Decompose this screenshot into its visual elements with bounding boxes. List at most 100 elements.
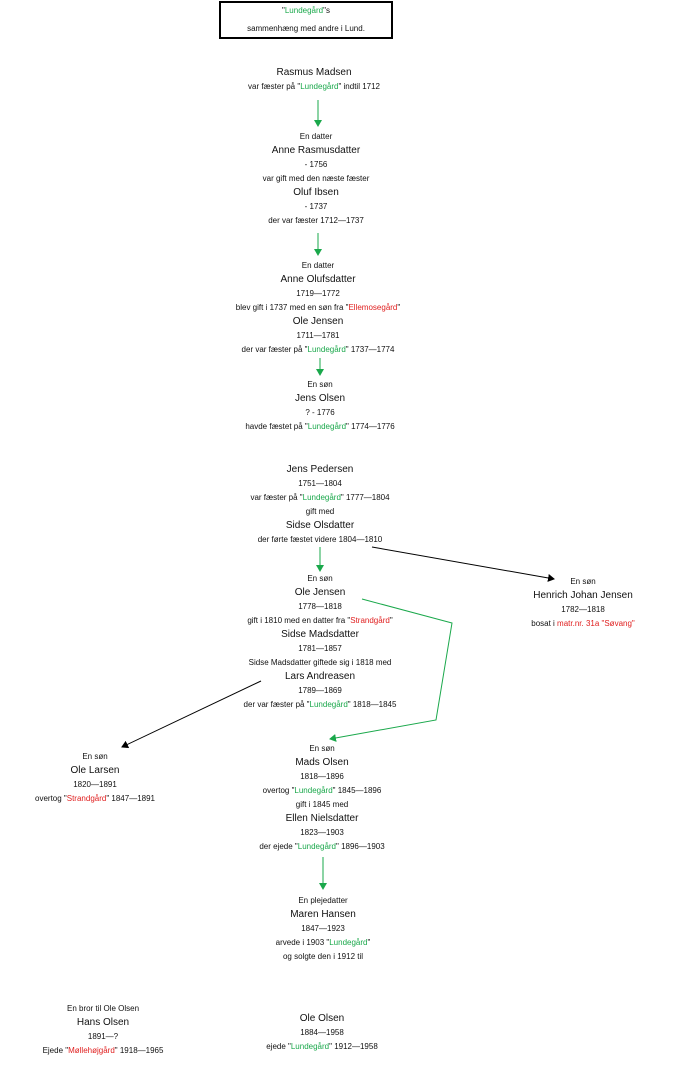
person-note: overtog "Lundegård" 1845—1896 [259, 784, 384, 798]
note-text: " 1818—1845 [347, 700, 397, 709]
person-ole-larsen: En søn Ole Larsen 1820—1891 overtog "Str… [35, 750, 155, 806]
person-name: Sidse Madsdatter [281, 629, 359, 640]
note-text: " 1918—1965 [114, 1046, 164, 1055]
note-text: " [397, 303, 401, 312]
note-text: " indtil 1712 [338, 82, 381, 91]
person-anne-olufsdatter: En datter Anne Olufsdatter 1719—1772 ble… [236, 259, 400, 357]
person-name: Ole Larsen [70, 765, 120, 776]
note-text: der var fæster på " [241, 345, 308, 354]
relation-label: En søn [307, 380, 333, 389]
person-years: 1823—1903 [300, 828, 344, 837]
person-note: var fæster på "Lundegård" indtil 1712 [248, 80, 380, 94]
note-text: " 1912—1958 [329, 1042, 378, 1051]
farm-name: Lundegård [300, 82, 339, 91]
note-text: " 1896—1903 [336, 842, 385, 851]
person-jens-olsen: En søn Jens Olsen ? - 1776 havde fæstet … [245, 378, 394, 434]
title-subtitle: sammenhæng med andre i Lund. [247, 24, 365, 33]
note-text: " 1777—1804 [340, 493, 390, 502]
note-text: " 1737—1774 [345, 345, 395, 354]
title-quote-close: "s [323, 6, 330, 15]
person-years: 1847—1923 [301, 924, 345, 933]
person-note: der ejede "Lundegård" 1896—1903 [259, 840, 384, 854]
note-text: der var fæster på " [243, 700, 310, 709]
person-name: Maren Hansen [290, 909, 356, 920]
person-note: ejede "Lundegård" 1912—1958 [266, 1040, 378, 1054]
person-name: Jens Pedersen [286, 464, 354, 475]
person-years: 1820—1891 [73, 780, 117, 789]
person-mads-olsen: En søn Mads Olsen 1818—1896 overtog "Lun… [259, 742, 384, 854]
person-note: der var fæster på "Lundegård" 1737—1774 [236, 343, 400, 357]
person-note: der var fæster på "Lundegård" 1818—1845 [244, 698, 397, 712]
person-name: Hans Olsen [76, 1017, 130, 1028]
relation-label: En datter [301, 261, 335, 270]
relation-label: En søn [307, 574, 333, 583]
arrow-lars-to-ole-larsen [121, 680, 262, 749]
relation-label: En datter [299, 132, 333, 141]
married-label: gift i 1845 med [295, 800, 349, 809]
person-note: overtog "Strandgård" 1847—1891 [35, 792, 155, 806]
person-name: Oluf Ibsen [293, 187, 339, 198]
person-anne-rasmusdatter: En datter Anne Rasmusdatter - 1756 var g… [263, 130, 370, 228]
person-jens-pedersen: Jens Pedersen 1751—1804 var fæster på "L… [250, 463, 389, 547]
person-note: Sidse Madsdatter giftede sig i 1818 med [248, 658, 392, 667]
person-rasmus-madsen: Rasmus Madsen var fæster på "Lundegård" … [248, 66, 380, 94]
note-text: " 1845—1896 [332, 786, 382, 795]
person-note: og solgte den i 1912 til [282, 952, 364, 961]
farm-name: Møllehøjgård [68, 1046, 115, 1055]
farm-name: Strandgård [66, 794, 107, 803]
person-name: Ole Jensen [292, 316, 344, 327]
person-name: Lars Andreasen [284, 671, 356, 682]
person-name: Ole Olsen [299, 1013, 345, 1024]
person-years: ? - 1776 [305, 408, 335, 417]
person-years: 1781—1857 [298, 644, 342, 653]
person-years: 1818—1896 [300, 772, 344, 781]
note-text: " 1774—1776 [346, 422, 395, 431]
person-name: Sidse Olsdatter [285, 520, 355, 531]
person-years: - 1756 [304, 160, 328, 169]
person-years: 1751—1804 [298, 479, 342, 488]
relation-label: En bror til Ole Olsen [66, 1004, 140, 1013]
person-name: Ellen Nielsdatter [285, 813, 359, 824]
title-quote-open: " [282, 6, 285, 15]
farm-name: Strandgård [350, 616, 390, 625]
arrow-ole2-to-mads [329, 598, 453, 742]
title-box: "Lundegård"s sammenhæng med andre i Lund… [219, 1, 393, 39]
farm-name: Lundegård [297, 842, 337, 851]
person-name: Mads Olsen [295, 757, 349, 768]
farm-name: Lundegård [329, 938, 368, 947]
relation-label: En plejedatter [298, 896, 348, 905]
place-name: matr.nr. 31a "Søvang" [557, 619, 635, 628]
married-label: gift med [305, 507, 335, 516]
person-name: Rasmus Madsen [276, 67, 352, 78]
person-note: var gift med den næste fæster [262, 174, 370, 183]
note-text: ejede " [266, 1042, 291, 1051]
farm-name: Lundegård [307, 345, 346, 354]
person-years: 1891—? [87, 1032, 119, 1041]
note-text: var fæster på " [250, 493, 303, 502]
note-text: Ejede " [42, 1046, 69, 1055]
person-name: Jens Olsen [294, 393, 346, 404]
person-note: var fæster på "Lundegård" 1777—1804 [250, 491, 389, 505]
note-text: blev gift i 1737 med en søn fra " [235, 303, 349, 312]
note-text: overtog " [262, 786, 295, 795]
person-years: 1789—1869 [298, 686, 342, 695]
note-text: gift i 1810 med en datter fra " [247, 616, 351, 625]
person-note: der førte fæstet videre 1804—1810 [257, 535, 383, 544]
farm-name: Ellemosegård [348, 303, 398, 312]
person-years: 1719—1772 [296, 289, 340, 298]
person-henrich-johan-jensen: En søn Henrich Johan Jensen 1782—1818 bo… [531, 575, 635, 631]
person-name: Anne Rasmusdatter [271, 145, 361, 156]
person-years: 1778—1818 [298, 602, 342, 611]
farm-name: Lundegård [294, 786, 333, 795]
note-text: havde fæstet på " [245, 422, 308, 431]
arrow-to-henrich [371, 546, 555, 582]
person-note: der var fæster 1712—1737 [268, 216, 364, 225]
note-text: " 1847—1891 [106, 794, 155, 803]
person-note: bosat i matr.nr. 31a "Søvang" [531, 617, 635, 631]
person-note: arvede i 1903 "Lundegård" [276, 936, 371, 950]
title-line: "Lundegård"s [221, 6, 391, 16]
note-text: overtog " [35, 794, 67, 803]
note-text: bosat i [531, 619, 558, 628]
note-text: arvede i 1903 " [275, 938, 330, 947]
person-note: gift i 1810 med en datter fra "Strandgår… [244, 614, 397, 628]
